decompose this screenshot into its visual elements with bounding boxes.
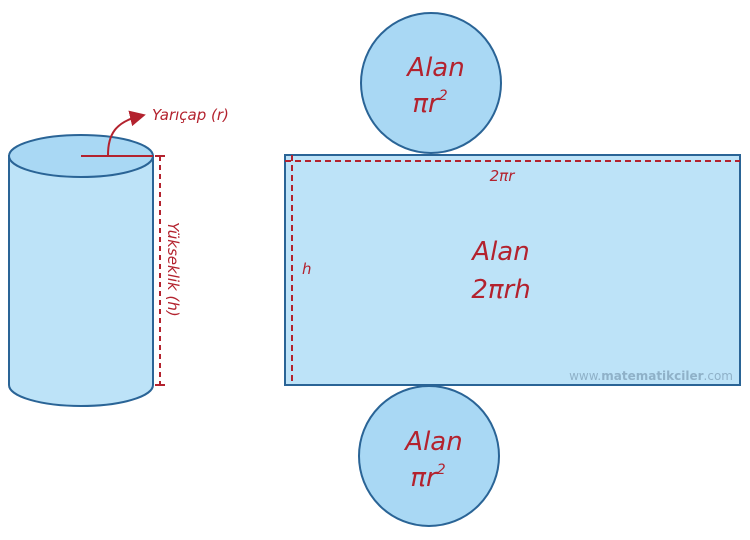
rect-formula: 2πrh [471, 275, 530, 305]
rectangle-shape [284, 154, 741, 386]
bottom-circle-formula-exp: 2 [437, 462, 446, 478]
top-circle-formula-base: πr [412, 89, 441, 119]
top-circle: Alan πr2 [360, 12, 502, 154]
watermark: www.matematikciler.com [569, 369, 733, 383]
radius-arrow-icon [107, 110, 146, 156]
cylinder: Yarıçap (r) Yükseklik (h) [8, 106, 229, 407]
bottom-circle-formula: πr2 [410, 462, 445, 493]
watermark-suffix: .com [704, 369, 733, 383]
lateral-rectangle: 2πr h Alan 2πrh www.matematikciler.com [284, 154, 741, 386]
height-label: Yükseklik (h) [164, 222, 182, 317]
rect-title: Alan [470, 237, 529, 267]
cylinder-body [8, 155, 154, 407]
top-circle-title: Alan [405, 53, 464, 83]
bottom-circle: Alan πr2 [358, 385, 500, 527]
watermark-prefix: www. [569, 369, 601, 383]
radius-label: Yarıçap (r) [152, 106, 229, 124]
bottom-circle-title: Alan [403, 427, 462, 457]
rect-height-label: h [302, 260, 312, 278]
top-circle-formula: πr2 [412, 88, 447, 119]
watermark-brand: matematikciler [601, 369, 703, 383]
top-circle-shape [360, 12, 502, 154]
rect-width-label: 2πr [490, 167, 516, 185]
bottom-circle-shape [358, 385, 500, 527]
top-circle-formula-exp: 2 [439, 88, 448, 104]
bottom-circle-formula-base: πr [410, 463, 439, 493]
